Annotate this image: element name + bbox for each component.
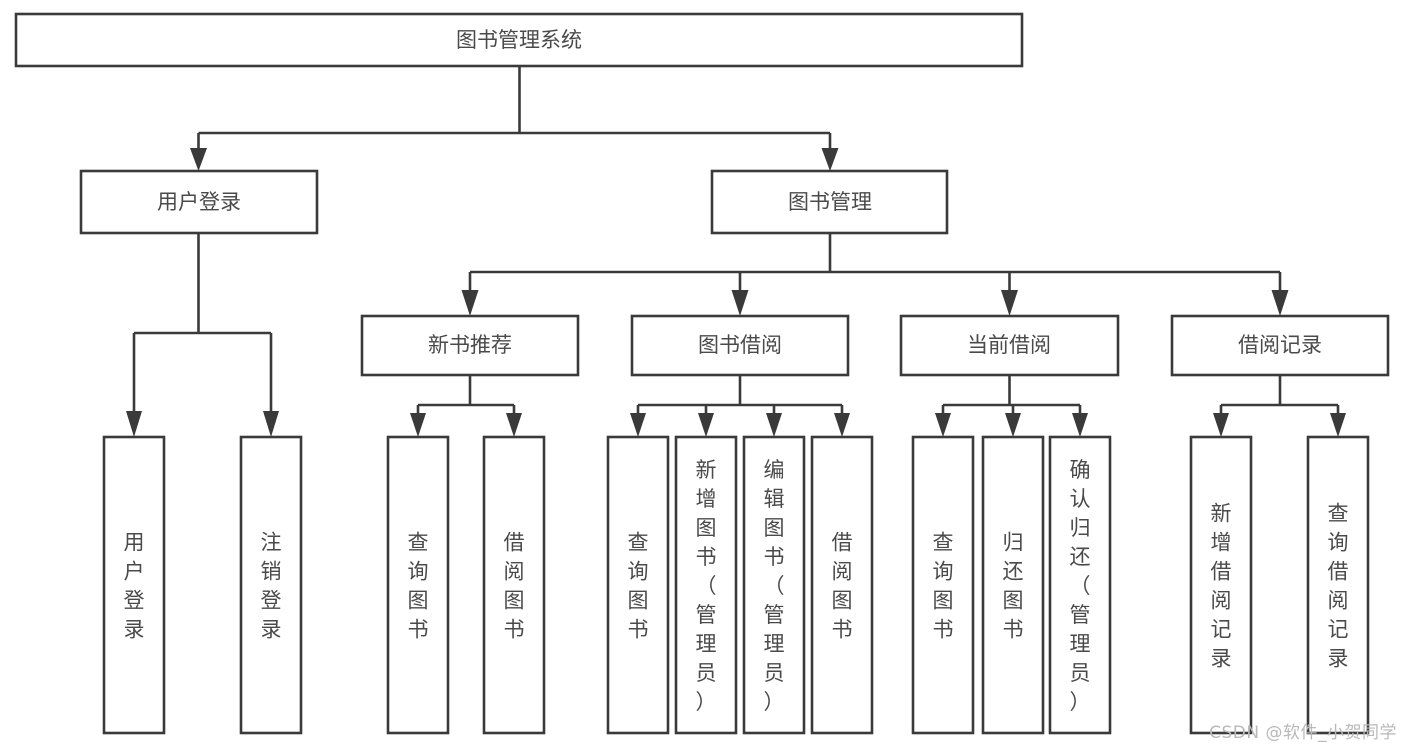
leaf-node-add-borrow-record-label: 新增借阅记录 [1211, 502, 1232, 671]
leaf-node-add-book-admin-box[interactable] [674, 435, 738, 735]
node-book-borrow-label: 图书借阅 [698, 333, 782, 357]
leaf-node-query-book-1[interactable]: 查询图书 [386, 435, 450, 735]
node-root-label: 图书管理系统 [456, 28, 582, 52]
leaf-node-query-borrow-record-box[interactable] [1306, 435, 1370, 735]
leaf-node-add-borrow-record[interactable]: 新增借阅记录 [1189, 435, 1253, 735]
arrowhead-current-borrow [1001, 290, 1018, 316]
leaf-node-borrow-book-1[interactable]: 借阅图书 [482, 435, 546, 735]
leaf-node-logout[interactable]: 注销登录 [239, 435, 303, 735]
node-root-box[interactable] [14, 12, 1024, 68]
arrowhead-br-leaf-2 [1330, 413, 1346, 437]
node-book-borrow[interactable]: 图书借阅 [630, 314, 850, 377]
leaf-node-add-book-admin-label: 新增图书（管理员） [696, 458, 717, 714]
node-book-management-box[interactable] [710, 169, 949, 235]
leaf-node-edit-book-admin[interactable]: 编辑图书（管理员） [742, 435, 806, 735]
arrowhead-br-leaf-1 [1213, 413, 1229, 437]
leaf-node-query-borrow-record-label: 查询借阅记录 [1328, 502, 1349, 671]
leaf-node-query-book-3-box[interactable] [911, 435, 975, 735]
leaf-node-user-login-box[interactable] [102, 435, 166, 735]
arrowhead-nb-leaf-2 [506, 413, 522, 437]
leaf-node-return-book-label: 归还图书 [1003, 531, 1024, 642]
node-new-book-recommend-label: 新书推荐 [428, 333, 512, 357]
leaf-node-borrow-book-1-box[interactable] [482, 435, 546, 735]
arrowhead-bb-leaf-2 [698, 413, 714, 437]
node-user-login[interactable]: 用户登录 [79, 169, 319, 235]
leaf-node-query-book-3[interactable]: 查询图书 [911, 435, 975, 735]
leaf-nodes-layer: 用户登录 注销登录 查询图书 借阅图书 查询图书 新增图书（管理员） [102, 435, 1370, 735]
arrowhead-bb-leaf-3 [766, 413, 782, 437]
leaf-node-edit-book-admin-label: 编辑图书（管理员） [764, 458, 785, 714]
arrowhead-cb-leaf-2 [1005, 413, 1021, 437]
leaf-node-return-book[interactable]: 归还图书 [981, 435, 1045, 735]
leaf-node-query-book-1-box[interactable] [386, 435, 450, 735]
arrowhead-borrow-record [1271, 290, 1289, 316]
arrowhead-new-book-rec [461, 290, 479, 316]
arrowhead-bb-leaf-4 [834, 413, 850, 437]
arrowhead-cb-leaf-1 [935, 413, 951, 437]
leaf-node-user-login[interactable]: 用户登录 [102, 435, 166, 735]
csdn-watermark: CSDN @软件_小贺同学 [1209, 723, 1397, 743]
leaf-node-query-book-2-box[interactable] [606, 435, 670, 735]
arrowhead-leaf-user-login [126, 411, 142, 437]
leaf-node-borrow-book-2-box[interactable] [810, 435, 874, 735]
arrowhead-cb-leaf-3 [1072, 413, 1088, 437]
node-book-borrow-box[interactable] [630, 314, 850, 377]
node-new-book-recommend-box[interactable] [360, 314, 580, 377]
node-current-borrow-box[interactable] [899, 314, 1120, 377]
node-borrow-record[interactable]: 借阅记录 [1170, 314, 1390, 377]
node-current-borrow-label: 当前借阅 [967, 333, 1051, 357]
leaf-node-query-borrow-record[interactable]: 查询借阅记录 [1306, 435, 1370, 735]
leaf-node-confirm-return-admin[interactable]: 确认归还（管理员） [1048, 435, 1112, 735]
node-current-borrow[interactable]: 当前借阅 [899, 314, 1120, 377]
leaf-node-query-book-3-label: 查询图书 [933, 531, 954, 642]
arrowhead-user-login [190, 148, 207, 171]
leaf-node-confirm-return-admin-label: 确认归还（管理员） [1070, 458, 1091, 714]
leaf-node-user-login-label: 用户登录 [124, 531, 145, 642]
leaf-node-logout-box[interactable] [239, 435, 303, 735]
leaf-node-borrow-book-2[interactable]: 借阅图书 [810, 435, 874, 735]
leaf-node-edit-book-admin-box[interactable] [742, 435, 806, 735]
arrowhead-book-manage [821, 148, 839, 171]
leaf-node-return-book-box[interactable] [981, 435, 1045, 735]
leaf-node-borrow-book-2-label: 借阅图书 [832, 531, 853, 642]
node-user-login-box[interactable] [79, 169, 319, 235]
leaf-node-add-book-admin[interactable]: 新增图书（管理员） [674, 435, 738, 735]
arrowhead-book-borrow [731, 290, 749, 316]
node-root[interactable]: 图书管理系统 [14, 12, 1024, 68]
leaf-node-add-borrow-record-box[interactable] [1189, 435, 1253, 735]
leaf-node-confirm-return-admin-box[interactable] [1048, 435, 1112, 735]
leaf-node-query-book-2-label: 查询图书 [628, 531, 649, 642]
node-book-management-label: 图书管理 [788, 190, 872, 214]
leaf-node-borrow-book-1-label: 借阅图书 [504, 531, 525, 642]
leaf-node-query-book-1-label: 查询图书 [408, 531, 429, 642]
node-book-management[interactable]: 图书管理 [710, 169, 949, 235]
node-borrow-record-label: 借阅记录 [1238, 333, 1322, 357]
arrowhead-bb-leaf-1 [630, 413, 646, 437]
arrowhead-nb-leaf-1 [410, 413, 426, 437]
connector-layer [126, 66, 1346, 437]
node-borrow-record-box[interactable] [1170, 314, 1390, 377]
leaf-node-logout-label: 注销登录 [261, 531, 282, 642]
node-user-login-label: 用户登录 [157, 190, 241, 214]
leaf-node-query-book-2[interactable]: 查询图书 [606, 435, 670, 735]
arrowhead-leaf-logout [263, 411, 279, 437]
node-new-book-recommend[interactable]: 新书推荐 [360, 314, 580, 377]
